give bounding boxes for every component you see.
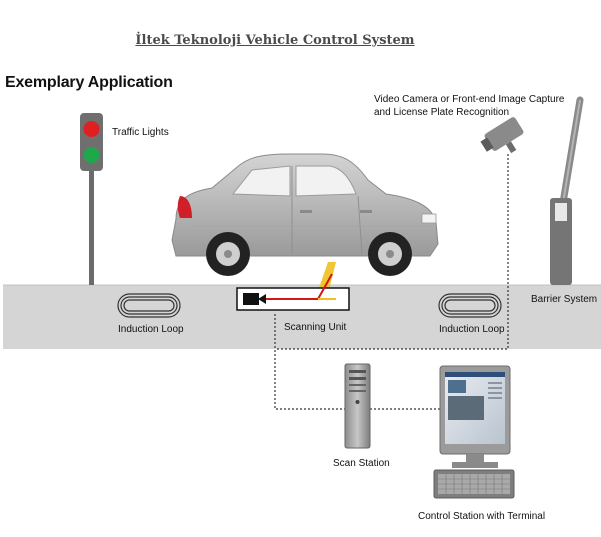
induction-loop-right-icon [438,293,502,318]
page-title: İltek Teknoloji Vehicle Control System [135,33,415,48]
scanning-unit-label: Scanning Unit [284,322,347,333]
camera-icon [480,117,524,154]
induction-loop-left-label: Induction Loop [118,324,184,335]
barrier-icon [550,96,584,285]
scanning-unit-icon [236,273,350,311]
computer-terminal-icon [433,365,515,499]
camera-label-line2: and License Plate Recognition [374,107,510,118]
traffic-lights-label: Traffic Lights [112,127,169,138]
barrier-system-label: Barrier System [531,294,598,305]
scan-station-label: Scan Station [333,458,390,469]
car-wheel-rear [206,232,250,276]
induction-loop-right-label: Induction Loop [439,324,505,335]
control-station-label: Control Station with Terminal [418,511,546,522]
car-wheel-front [368,232,412,276]
server-tower-icon [344,363,371,449]
data-cables [274,154,509,410]
section-heading: Exemplary Application [5,74,173,91]
camera-label-line1: Video Camera or Front-end Image Capture [374,94,565,105]
car-icon [171,153,439,276]
induction-loop-left-icon [117,293,181,318]
traffic-light-icon [80,113,103,285]
